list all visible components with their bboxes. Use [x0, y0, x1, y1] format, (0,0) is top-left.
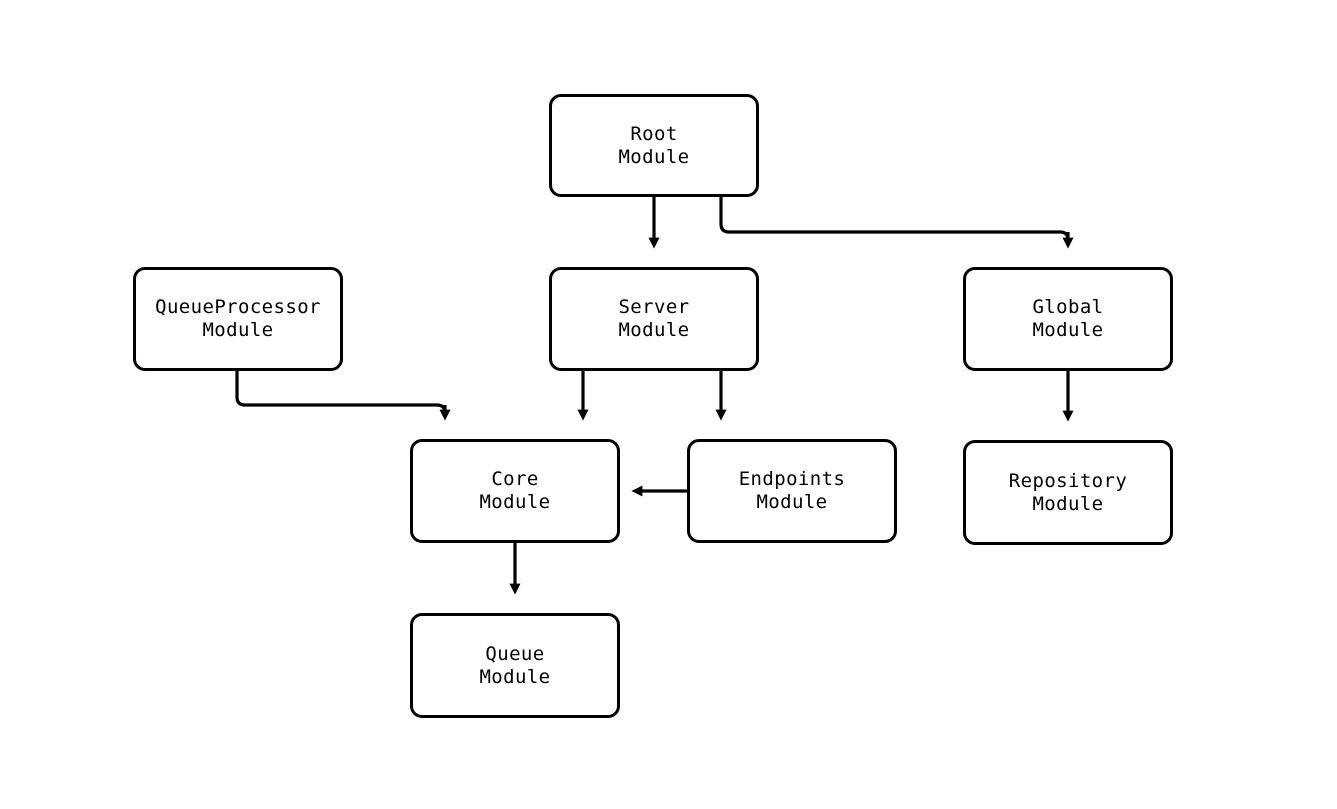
node-queueprocessor-module[interactable]: QueueProcessor Module: [133, 267, 343, 371]
edge-root-global: [719, 197, 1074, 249]
node-global-module-label: Global Module: [1032, 296, 1104, 341]
node-core-module-label: Core Module: [479, 468, 551, 513]
edge-queueprocessor-core: [235, 371, 451, 421]
node-repository-module-label: Repository Module: [1008, 469, 1128, 515]
node-queueprocessor-module-label: QueueProcessor Module: [155, 296, 321, 341]
node-repository-module[interactable]: Repository Module: [963, 440, 1173, 545]
node-root-module-label: Root Module: [618, 122, 690, 168]
node-server-module-label: Server Module: [618, 296, 690, 341]
node-root-module[interactable]: Root Module: [549, 94, 759, 197]
node-queue-module-label: Queue Module: [479, 642, 551, 688]
node-queue-module[interactable]: Queue Module: [410, 613, 620, 718]
node-endpoints-module-label: Endpoints Module: [738, 468, 846, 513]
node-endpoints-module[interactable]: Endpoints Module: [687, 439, 897, 543]
node-core-module[interactable]: Core Module: [410, 439, 620, 543]
node-server-module[interactable]: Server Module: [549, 267, 759, 371]
node-global-module[interactable]: Global Module: [963, 267, 1173, 371]
